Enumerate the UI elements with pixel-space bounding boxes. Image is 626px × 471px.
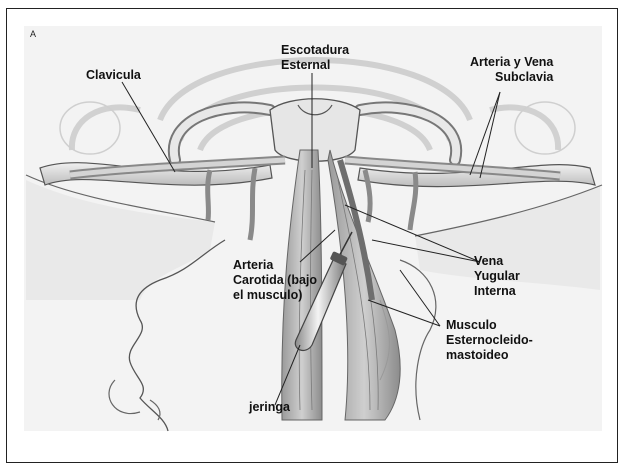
face-ear <box>109 380 140 414</box>
label-vena-yugular-interna: Vena Yugular Interna <box>474 254 520 299</box>
panel-letter: A <box>30 29 36 39</box>
label-clavicula: Clavicula <box>86 68 141 83</box>
scm-muscle-right <box>328 150 400 420</box>
label-musculo-esternocleidomastoideo: Musculo Esternocleido- mastoideo <box>446 318 533 363</box>
label-arteria-carotida: Arteria Carotida (bajo el musculo) <box>233 258 317 303</box>
label-jeringa: jeringa <box>249 400 290 415</box>
right-neck-contour <box>400 260 436 420</box>
label-arteria-vena-subclavia: Arteria y Vena Subclavia <box>470 55 553 85</box>
label-escotadura-esternal: Escotadura Esternal <box>281 43 349 73</box>
left-shoulder-skin <box>26 180 215 300</box>
